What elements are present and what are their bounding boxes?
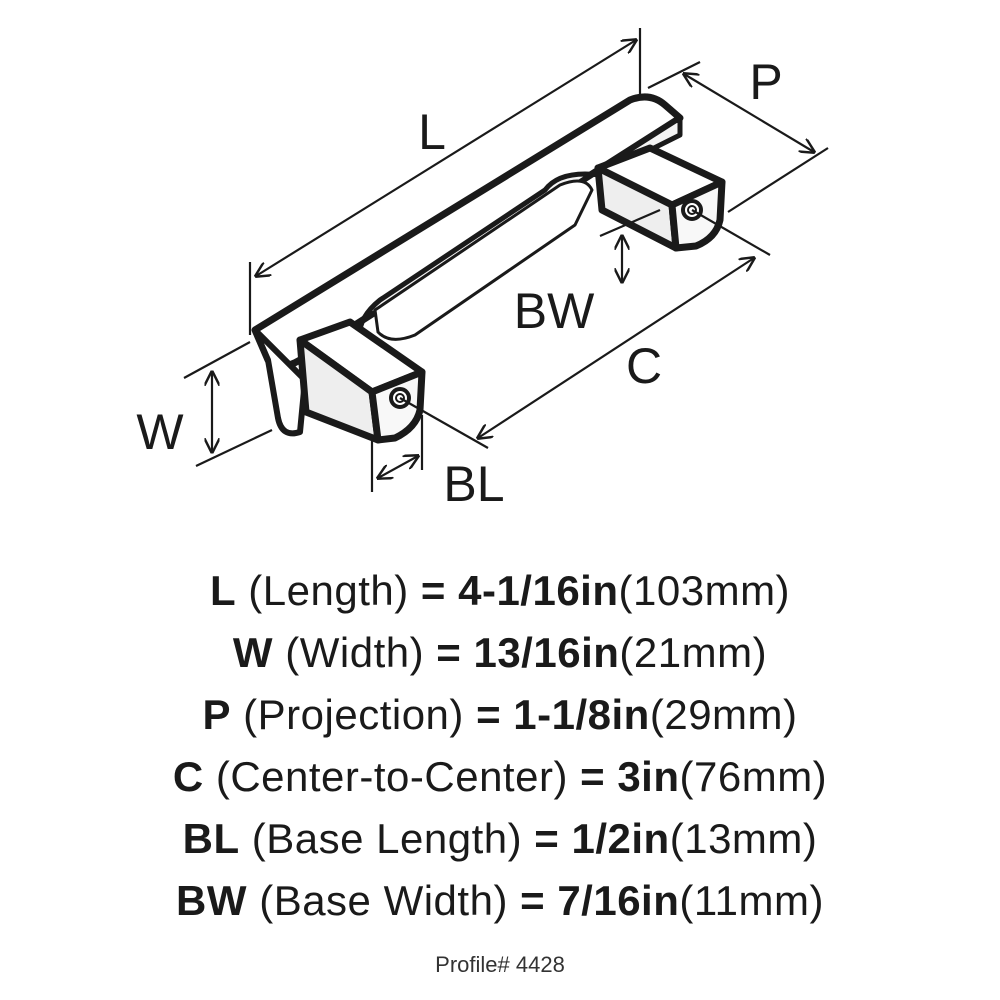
width-extension-bottom	[195, 429, 273, 467]
spec-name: (Base Width)	[259, 877, 508, 924]
spec-name: (Projection)	[243, 691, 464, 738]
spec-row-center-to-center: C (Center-to-Center) = 3in(76mm)	[0, 746, 1000, 808]
spec-imperial: 7/16in	[557, 877, 680, 924]
spec-equals: =	[580, 753, 606, 800]
dimension-spec-list: L (Length) = 4-1/16in(103mm) W (Width) =…	[0, 560, 1000, 932]
base-width-extension	[599, 208, 661, 238]
front-screw-hole-inner	[395, 393, 405, 403]
spec-metric: (13mm)	[669, 815, 818, 862]
dimension-lines	[183, 28, 829, 492]
spec-symbol: BW	[176, 877, 248, 924]
back-screw-hole-inner	[687, 205, 697, 215]
spec-name: (Center-to-Center)	[215, 753, 568, 800]
spec-symbol: W	[232, 629, 274, 676]
spec-row-base-length: BL (Base Length) = 1/2in(13mm)	[0, 808, 1000, 870]
spec-symbol: BL	[182, 815, 240, 862]
label-width: W	[136, 404, 184, 460]
spec-equals: =	[534, 815, 560, 862]
pull-top-face	[251, 93, 684, 370]
spec-imperial: 1-1/8in	[513, 691, 650, 738]
center-extension-front	[399, 397, 489, 449]
spec-metric: (21mm)	[619, 629, 768, 676]
center-dimension-line	[478, 258, 754, 438]
spec-imperial: 3in	[617, 753, 680, 800]
length-dimension-line	[256, 40, 636, 276]
spec-name: (Length)	[248, 567, 409, 614]
spec-row-length: L (Length) = 4-1/16in(103mm)	[0, 560, 1000, 622]
spec-equals: =	[420, 567, 446, 614]
spec-metric: (103mm)	[618, 567, 791, 614]
spec-name: (Width)	[285, 629, 425, 676]
label-base-width: BW	[514, 283, 595, 339]
spec-row-projection: P (Projection) = 1-1/8in(29mm)	[0, 684, 1000, 746]
spec-equals: =	[476, 691, 502, 738]
spec-imperial: 13/16in	[473, 629, 620, 676]
spec-metric: (76mm)	[679, 753, 828, 800]
base-length-dimension-line	[378, 456, 418, 478]
label-projection: P	[749, 54, 782, 110]
spec-row-width: W (Width) = 13/16in(21mm)	[0, 622, 1000, 684]
pull-front-face	[252, 327, 308, 437]
spec-imperial: 4-1/16in	[458, 567, 619, 614]
projection-extension-top	[647, 61, 701, 89]
handle-dimension-drawing: L P BW C W BL	[136, 28, 829, 512]
spec-metric: (11mm)	[679, 877, 824, 924]
spec-metric: (29mm)	[649, 691, 798, 738]
profile-number: Profile# 4428	[435, 952, 565, 977]
spec-equals: =	[436, 629, 462, 676]
spec-row-base-width: BW (Base Width) = 7/16in(11mm)	[0, 870, 1000, 932]
label-length: L	[418, 104, 446, 160]
projection-extension-bottom	[727, 147, 829, 213]
width-extension-top	[183, 341, 251, 379]
center-extension-back	[691, 209, 771, 256]
spec-equals: =	[520, 877, 546, 924]
spec-symbol: C	[172, 753, 204, 800]
label-base-length: BL	[443, 456, 504, 512]
spec-name: (Base Length)	[251, 815, 523, 862]
label-center: C	[626, 338, 662, 394]
projection-dimension-line	[684, 74, 814, 152]
spec-symbol: L	[209, 567, 237, 614]
spec-symbol: P	[202, 691, 231, 738]
spec-imperial: 1/2in	[571, 815, 670, 862]
